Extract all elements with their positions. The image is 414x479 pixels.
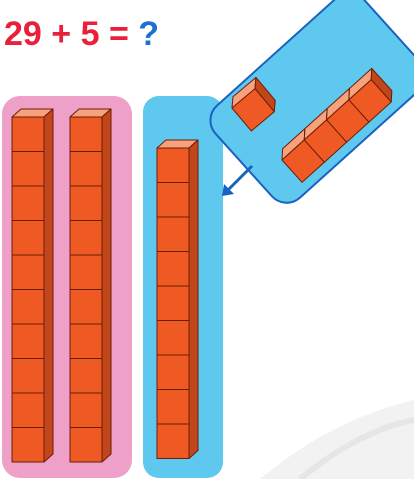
rods-layer xyxy=(12,109,198,462)
unit-cube xyxy=(12,393,44,428)
unit-cube xyxy=(12,290,44,325)
unit-cube xyxy=(70,290,102,325)
unit-cube xyxy=(157,321,189,356)
arrow-icon xyxy=(222,166,252,196)
unit-cube xyxy=(70,324,102,359)
unit-cube xyxy=(157,252,189,287)
unit-cube xyxy=(157,148,189,183)
unit-cube xyxy=(157,183,189,218)
unit-cube xyxy=(70,186,102,221)
unit-cube xyxy=(70,359,102,394)
unit-cube xyxy=(70,393,102,428)
unit-cube xyxy=(12,324,44,359)
tens-rod xyxy=(12,109,53,462)
unit-cube xyxy=(157,217,189,252)
unit-cube xyxy=(12,186,44,221)
unit-cube xyxy=(12,152,44,187)
unit-cube xyxy=(157,286,189,321)
unit-cube xyxy=(157,355,189,390)
unit-cube xyxy=(157,390,189,425)
unit-cube xyxy=(70,255,102,290)
tens-rod xyxy=(70,109,111,462)
rod-side-face xyxy=(189,140,198,459)
unit-cube xyxy=(70,117,102,152)
unit-cube xyxy=(70,221,102,256)
unit-cube xyxy=(157,424,189,459)
rod-side-face xyxy=(44,109,53,462)
rod-side-face xyxy=(102,109,111,462)
unit-cube xyxy=(70,428,102,463)
unit-cube xyxy=(12,359,44,394)
unit-cube xyxy=(12,117,44,152)
background-swoosh xyxy=(260,400,414,479)
nine-cube-rod xyxy=(157,140,198,459)
unit-cube xyxy=(70,152,102,187)
unit-cube xyxy=(12,428,44,463)
unit-cube xyxy=(12,221,44,256)
unit-cube xyxy=(12,255,44,290)
